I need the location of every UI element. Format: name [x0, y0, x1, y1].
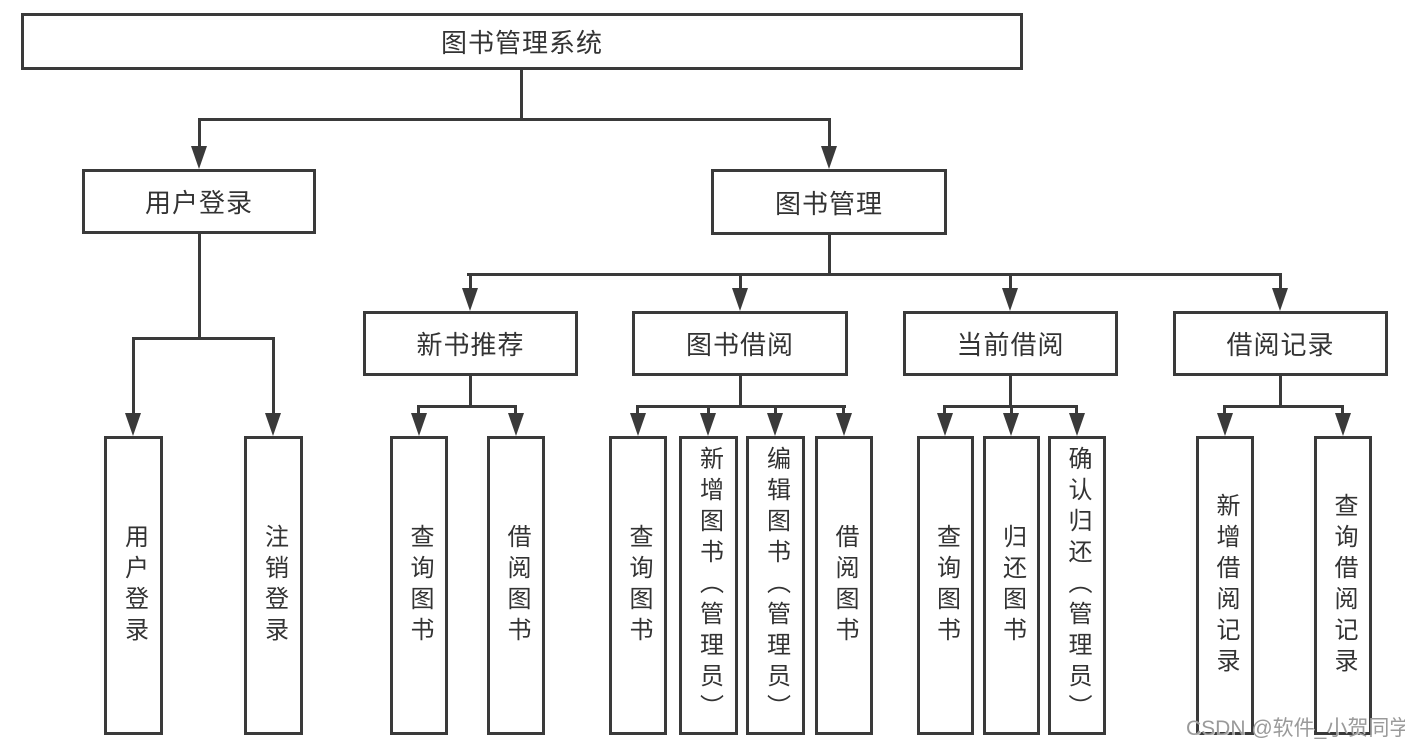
leaf-return-books: 归还图书 — [983, 436, 1040, 735]
connector — [1010, 405, 1013, 417]
connector — [774, 405, 777, 417]
arrow-down-icon — [1272, 288, 1288, 311]
leaf-query-borrow-record: 查询借阅记录 — [1314, 436, 1372, 735]
leaf-confirm-return-admin: 确认归还（管理员） — [1048, 436, 1106, 735]
connector — [1223, 405, 1344, 408]
connector — [417, 405, 517, 408]
node-root-library-management-system: 图书管理系统 — [21, 13, 1023, 70]
arrow-down-icon — [767, 413, 783, 436]
connector — [132, 337, 135, 417]
connector — [943, 405, 946, 417]
leaf-query-books-borrow: 查询图书 — [609, 436, 667, 735]
arrow-down-icon — [732, 288, 748, 311]
leaf-logout: 注销登录 — [244, 436, 303, 735]
arrow-down-icon — [630, 413, 646, 436]
connector — [636, 405, 846, 408]
leaf-query-books-recommend: 查询图书 — [390, 436, 448, 735]
arrow-down-icon — [836, 413, 852, 436]
connector — [469, 273, 472, 292]
node-current-borrowing: 当前借阅 — [903, 311, 1118, 376]
connector — [636, 405, 639, 417]
leaf-add-borrow-record: 新增借阅记录 — [1196, 436, 1254, 735]
node-new-book-recommendation: 新书推荐 — [363, 311, 578, 376]
arrow-down-icon — [700, 413, 716, 436]
arrow-down-icon — [1069, 413, 1085, 436]
leaf-borrow-books-recommend: 借阅图书 — [487, 436, 545, 735]
connector — [132, 337, 275, 340]
connector — [1223, 405, 1226, 417]
connector — [1279, 273, 1282, 292]
arrow-down-icon — [508, 413, 524, 436]
connector — [520, 70, 523, 118]
csdn-watermark: CSDN @软件_小贺同学 — [1186, 717, 1405, 740]
connector — [828, 235, 831, 273]
arrow-down-icon — [937, 413, 953, 436]
arrow-down-icon — [411, 413, 427, 436]
connector — [707, 405, 710, 417]
node-borrowing-records: 借阅记录 — [1173, 311, 1388, 376]
arrow-down-icon — [125, 413, 141, 436]
arrow-down-icon — [265, 413, 281, 436]
leaf-user-login: 用户登录 — [104, 436, 163, 735]
connector — [739, 273, 742, 292]
arrow-down-icon — [821, 146, 837, 169]
connector — [1279, 376, 1282, 405]
connector — [1075, 405, 1078, 417]
connector — [514, 405, 517, 417]
connector — [1009, 376, 1012, 405]
leaf-add-books-admin: 新增图书（管理员） — [679, 436, 738, 735]
connector — [198, 118, 201, 150]
node-book-management: 图书管理 — [711, 169, 947, 235]
leaf-edit-books-admin: 编辑图书（管理员） — [746, 436, 805, 735]
arrow-down-icon — [462, 288, 478, 311]
node-user-login: 用户登录 — [82, 169, 316, 234]
connector — [1009, 273, 1012, 292]
connector — [739, 376, 742, 405]
connector — [198, 234, 201, 337]
connector — [467, 273, 1281, 276]
node-book-borrowing: 图书借阅 — [632, 311, 848, 376]
connector — [272, 337, 275, 417]
arrow-down-icon — [1335, 413, 1351, 436]
arrow-down-icon — [1003, 413, 1019, 436]
arrow-down-icon — [191, 146, 207, 169]
connector — [417, 405, 420, 417]
connector — [469, 376, 472, 405]
connector — [1341, 405, 1344, 417]
connector — [828, 118, 831, 150]
arrow-down-icon — [1002, 288, 1018, 311]
connector — [842, 405, 845, 417]
connector — [198, 118, 831, 121]
arrow-down-icon — [1217, 413, 1233, 436]
leaf-query-books-current: 查询图书 — [917, 436, 974, 735]
leaf-borrow-books: 借阅图书 — [815, 436, 873, 735]
